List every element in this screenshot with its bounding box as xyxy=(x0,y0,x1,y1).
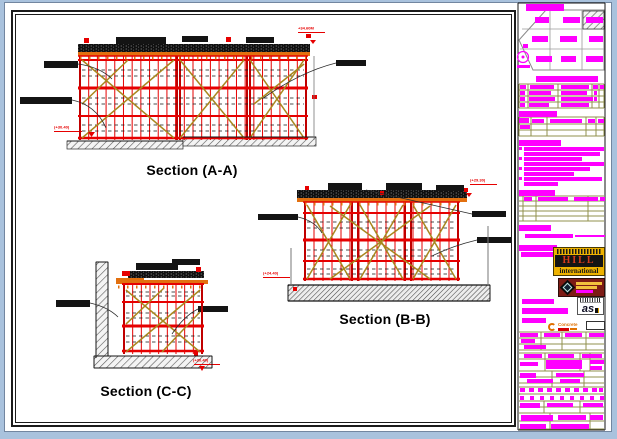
as-logo-wordmark: as xyxy=(578,303,603,315)
hill-logo-letters: HILL xyxy=(555,255,603,267)
section-cc-title: Section (C-C) xyxy=(100,383,192,399)
section-bb-title: Section (B-B) xyxy=(339,311,431,327)
ace-text-line-1 xyxy=(576,282,602,285)
ace-consultants-logo xyxy=(558,278,605,297)
ace-text-line-redacted xyxy=(576,290,593,293)
as-logo-top-text xyxy=(580,298,601,303)
level-annotation-bb-top: (+29.30) xyxy=(470,178,486,183)
hill-international-logo: HILL international xyxy=(553,247,605,276)
stamp-box xyxy=(586,321,605,330)
concrete-ring-icon xyxy=(548,322,556,331)
hill-logo-top-text xyxy=(557,249,601,254)
section-aa-title: Section (A-A) xyxy=(146,162,238,178)
concrete-wordmark: Concrete xyxy=(558,322,578,327)
as-contractor-logo: as xyxy=(577,297,604,315)
drawing-border-outer xyxy=(11,10,516,427)
level-annotation-bb-bottom: (+24.40) xyxy=(263,271,279,276)
level-annotation-cc-bottom: (+20.40) xyxy=(193,358,209,363)
level-annotation-aa-bottom: (+30.40) xyxy=(54,125,70,130)
drawing-border-inner xyxy=(15,14,512,423)
as-logo-comma-mark xyxy=(595,307,600,313)
level-annotation-aa-top: +34.60M xyxy=(298,26,314,31)
concrete-orange-bar xyxy=(570,328,577,330)
hill-logo-caption: international xyxy=(559,267,599,275)
ace-text-line-2 xyxy=(576,286,597,289)
ace-logo-text-lines xyxy=(573,282,605,293)
concrete-company-logo: Concrete xyxy=(548,321,586,332)
concrete-logo-bars xyxy=(558,327,584,331)
concrete-red-bar xyxy=(558,327,569,331)
